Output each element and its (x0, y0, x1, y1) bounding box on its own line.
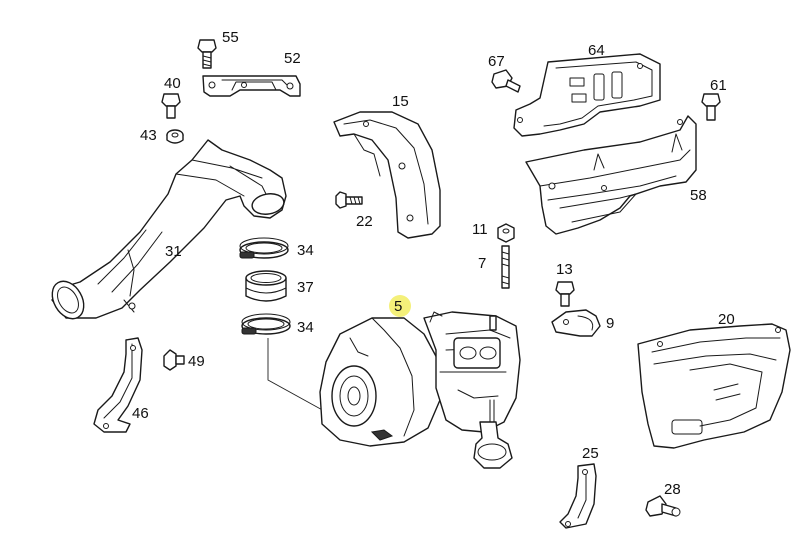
callout-64: 64 (588, 42, 605, 59)
callout-13: 13 (556, 261, 573, 278)
callout-20: 20 (718, 311, 735, 328)
callout-28: 28 (664, 481, 681, 498)
part-9-clamp[interactable] (551, 309, 601, 337)
part-61-bolt[interactable] (701, 93, 721, 121)
callout-11: 11 (472, 221, 488, 238)
callout-58: 58 (690, 187, 707, 204)
callout-22: 22 (356, 213, 373, 230)
part-7-stud[interactable] (501, 245, 510, 289)
callout-9: 9 (606, 315, 614, 332)
callout-52: 52 (284, 50, 301, 67)
part-34-hose-clamp-upper[interactable] (239, 237, 289, 259)
part-11-nut[interactable] (497, 223, 515, 243)
part-28-bolt[interactable] (645, 495, 681, 517)
part-25-bracket[interactable] (559, 463, 597, 529)
part-52-bracket[interactable] (202, 75, 301, 97)
part-34-hose-clamp-lower[interactable] (241, 313, 291, 335)
callout-34-upper: 34 (297, 242, 314, 259)
part-46-support-bracket[interactable] (93, 337, 143, 433)
part-55-bolt[interactable] (197, 39, 217, 69)
callout-5: 5 (394, 298, 402, 315)
callout-25: 25 (582, 445, 599, 462)
part-49-bolt[interactable] (163, 349, 185, 371)
part-37-sleeve[interactable] (245, 270, 287, 302)
part-43-nut[interactable] (166, 129, 184, 144)
part-58-lower-shield[interactable] (525, 115, 697, 235)
part-15-heat-shield[interactable] (333, 111, 441, 239)
callout-46: 46 (132, 405, 149, 422)
callout-7: 7 (478, 255, 486, 272)
callout-40: 40 (164, 75, 181, 92)
part-22-bolt[interactable] (335, 191, 363, 209)
part-40-bolt[interactable] (161, 93, 181, 119)
part-64-shield-plate[interactable] (513, 53, 661, 137)
callout-5-highlight (389, 295, 411, 317)
callout-67: 67 (488, 53, 505, 70)
callout-37: 37 (297, 279, 314, 296)
callout-61: 61 (710, 77, 727, 94)
callout-55: 55 (222, 29, 239, 46)
leader-line-clamp-to-turbo (267, 338, 327, 413)
part-5-turbocharger[interactable] (319, 311, 521, 469)
part-67-bolt[interactable] (491, 69, 521, 93)
callout-31: 31 (165, 243, 182, 260)
part-31-intake-pipe[interactable] (46, 139, 287, 324)
part-20-exhaust-heat-shield[interactable] (637, 323, 791, 449)
callout-15: 15 (392, 93, 409, 110)
part-13-bolt[interactable] (555, 281, 575, 307)
callout-34-lower: 34 (297, 319, 314, 336)
callout-43: 43 (140, 127, 157, 144)
callout-49: 49 (188, 353, 205, 370)
